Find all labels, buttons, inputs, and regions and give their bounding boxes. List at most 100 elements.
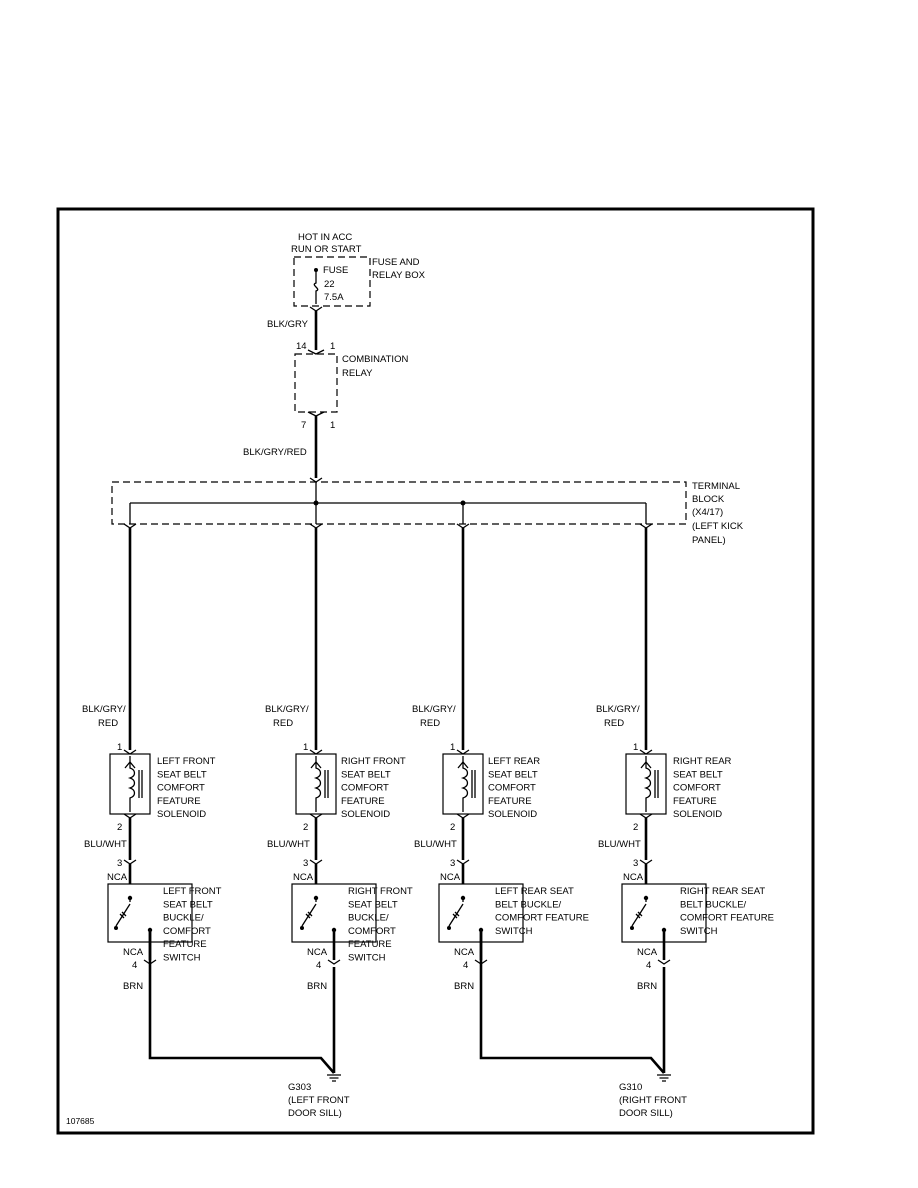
- branch-4-switch-label-3: COMFORT FEATURE: [680, 913, 774, 924]
- branch-2-switch-pin-4: 4: [316, 960, 321, 971]
- branch-4-solenoid-label-4: FEATURE: [673, 796, 717, 807]
- branch-2-solenoid-pin-2: 2: [303, 822, 308, 833]
- branch-4-solenoid-coil-icon: [643, 756, 652, 812]
- branch-4-switch-label-4: SWITCH: [680, 926, 718, 937]
- branch-3-wire-label-2: RED: [420, 718, 440, 729]
- branch-1-ground-wire-label: BRN: [123, 981, 143, 992]
- branch-2-switch-blade-icon: [301, 903, 317, 927]
- branch-3-solenoid-label-3: COMFORT: [488, 783, 536, 794]
- terminal-block-label-4: (LEFT KICK: [692, 521, 744, 532]
- branch-1-switch-label-3: BUCKLE/: [163, 913, 204, 924]
- branch-2-wire-label-2: RED: [273, 718, 293, 729]
- combination-relay: [294, 353, 338, 413]
- ground-g303-icon: [327, 1074, 341, 1082]
- branch-4-switch-actuator-icon: [635, 911, 643, 919]
- fuse-box-label-1: FUSE AND: [372, 257, 420, 268]
- branch-2-solenoid-label-3: COMFORT: [341, 783, 389, 794]
- branch-3-switch-label-4: SWITCH: [495, 926, 533, 937]
- branch-1-switch-label-6: SWITCH: [163, 953, 201, 964]
- branch-1-solenoid-pin-1: 1: [117, 742, 122, 753]
- branch-4-solenoid-label-1: RIGHT REAR: [673, 756, 732, 767]
- branch-3-switch-nca-top: NCA: [440, 872, 461, 883]
- branch-3-solenoid-label-4: FEATURE: [488, 796, 532, 807]
- branch-1-solenoid-label-5: SOLENOID: [157, 809, 206, 820]
- branch-4-switch-nca-bottom: NCA: [637, 947, 658, 958]
- branch-4-switch-blade-icon: [631, 903, 647, 927]
- branch-1-mid-wire-label: BLU/WHT: [84, 839, 127, 850]
- ground-g303-location-1: (LEFT FRONT: [288, 1095, 350, 1106]
- branch-1-switch-actuator-icon: [119, 911, 127, 919]
- run-or-start-label: RUN OR START: [291, 244, 362, 255]
- branch-2-solenoid-coil-icon: [313, 756, 322, 812]
- ground-g303-location-2: DOOR SILL): [288, 1108, 342, 1119]
- branch-2-switch-label-3: BUCKLE/: [348, 913, 389, 924]
- relay-pin-14: 14: [296, 341, 307, 352]
- relay-pin-7: 7: [301, 420, 306, 431]
- branch-1-wire-label-2: RED: [98, 718, 118, 729]
- fuse-symbol: [313, 268, 319, 304]
- branch-4-wire-label-1: BLK/GRY/: [596, 704, 640, 715]
- branch-1-solenoid-arrow-icon: [124, 760, 136, 769]
- branch-3-wire-label-1: BLK/GRY/: [412, 704, 456, 715]
- diagram-frame: [56, 207, 815, 1135]
- branch-2-solenoid-label-1: RIGHT FRONT: [341, 756, 406, 767]
- branch-2-switch-label-1: RIGHT FRONT: [348, 886, 413, 897]
- wire-blk-gry-red: BLK/GRY/RED: [243, 447, 307, 458]
- branch-4-switch-contact-left: [630, 926, 634, 930]
- branch-2-switch-label-6: SWITCH: [348, 953, 386, 964]
- branch-1-wire-label-1: BLK/GRY/: [82, 704, 126, 715]
- branch-3-switch-label-3: COMFORT FEATURE: [495, 913, 589, 924]
- branch-4-wire-label-2: RED: [604, 718, 624, 729]
- branch-4-solenoid-arrow-icon: [640, 760, 652, 769]
- branch-2-switch-nca-bottom: NCA: [307, 947, 328, 958]
- ground-g310-location-2: DOOR SILL): [619, 1108, 673, 1119]
- terminal-block-label-1: TERMINAL: [692, 481, 740, 492]
- branch-2-switch-label-4: COMFORT: [348, 926, 396, 937]
- branch-1-switch-label-4: COMFORT: [163, 926, 211, 937]
- terminal-block-label-2: BLOCK: [692, 494, 725, 505]
- branch-1-switch-blade-icon: [115, 903, 131, 927]
- branch-2-switch-label-2: SEAT BELT: [348, 899, 398, 910]
- branch-2-solenoid-label-4: FEATURE: [341, 796, 385, 807]
- branch-1-switch-pin-4: 4: [132, 960, 137, 971]
- ground-wire-left-rear: [479, 931, 665, 1074]
- branch-1-switch-pin-3: 3: [117, 858, 122, 869]
- branch-1-solenoid-label-2: SEAT BELT: [157, 769, 207, 780]
- branch-3-switch-blade-icon: [448, 903, 464, 927]
- terminal-block-label-3: (X4/17): [692, 507, 723, 518]
- relay-pin-1-top: 1: [330, 341, 335, 352]
- branch-3-ground-wire-label: BRN: [454, 981, 474, 992]
- ground-g310-id: G310: [619, 1082, 642, 1093]
- branch-4-solenoid-label-3: COMFORT: [673, 783, 721, 794]
- ground-wire-left-front: [148, 931, 335, 1074]
- relay-label-1: COMBINATION: [342, 354, 408, 365]
- branch-2-mid-wire-label: BLU/WHT: [267, 839, 310, 850]
- branch-2-solenoid-pin-1: 1: [303, 742, 308, 753]
- branch-2-solenoid-arrow-icon: [310, 760, 322, 769]
- ground-g310-icon: [657, 1074, 671, 1082]
- branch-2-switch-nca-top: NCA: [293, 872, 314, 883]
- branch-4-switch-connector-out: [657, 959, 671, 965]
- ground-g310-location-1: (RIGHT FRONT: [619, 1095, 687, 1106]
- branch-2-switch-connector-out: [327, 959, 341, 965]
- branch-1-switch-nca-bottom: NCA: [123, 947, 144, 958]
- branch-4-switch-label-1: RIGHT REAR SEAT: [680, 886, 765, 897]
- branch-4-switch-pin-3: 3: [633, 858, 638, 869]
- fuse-number: 22: [324, 279, 335, 290]
- branch-3-solenoid-label-2: SEAT BELT: [488, 769, 538, 780]
- branch-3-solenoid-pin-2: 2: [450, 822, 455, 833]
- branch-3-solenoid-pin-1: 1: [450, 742, 455, 753]
- branch-3-switch-label-2: BELT BUCKLE/: [495, 899, 562, 910]
- branch-3-solenoid-arrow-icon: [457, 760, 469, 769]
- fuse-relay-box: [293, 256, 371, 307]
- fuse-box-label-2: RELAY BOX: [372, 270, 426, 281]
- branch-1-switch-label-2: SEAT BELT: [163, 899, 213, 910]
- relay-pin-1-bottom: 1: [330, 420, 335, 431]
- branch-4-solenoid-pin-2: 2: [633, 822, 638, 833]
- terminal-block-label-5: PANEL): [692, 535, 726, 546]
- branch-3-solenoid-core-icon: [471, 770, 476, 798]
- branch-1-solenoid-coil-icon: [127, 756, 136, 812]
- branch-3-solenoid-coil-icon: [460, 756, 469, 812]
- branch-2-wire-label-1: BLK/GRY/: [265, 704, 309, 715]
